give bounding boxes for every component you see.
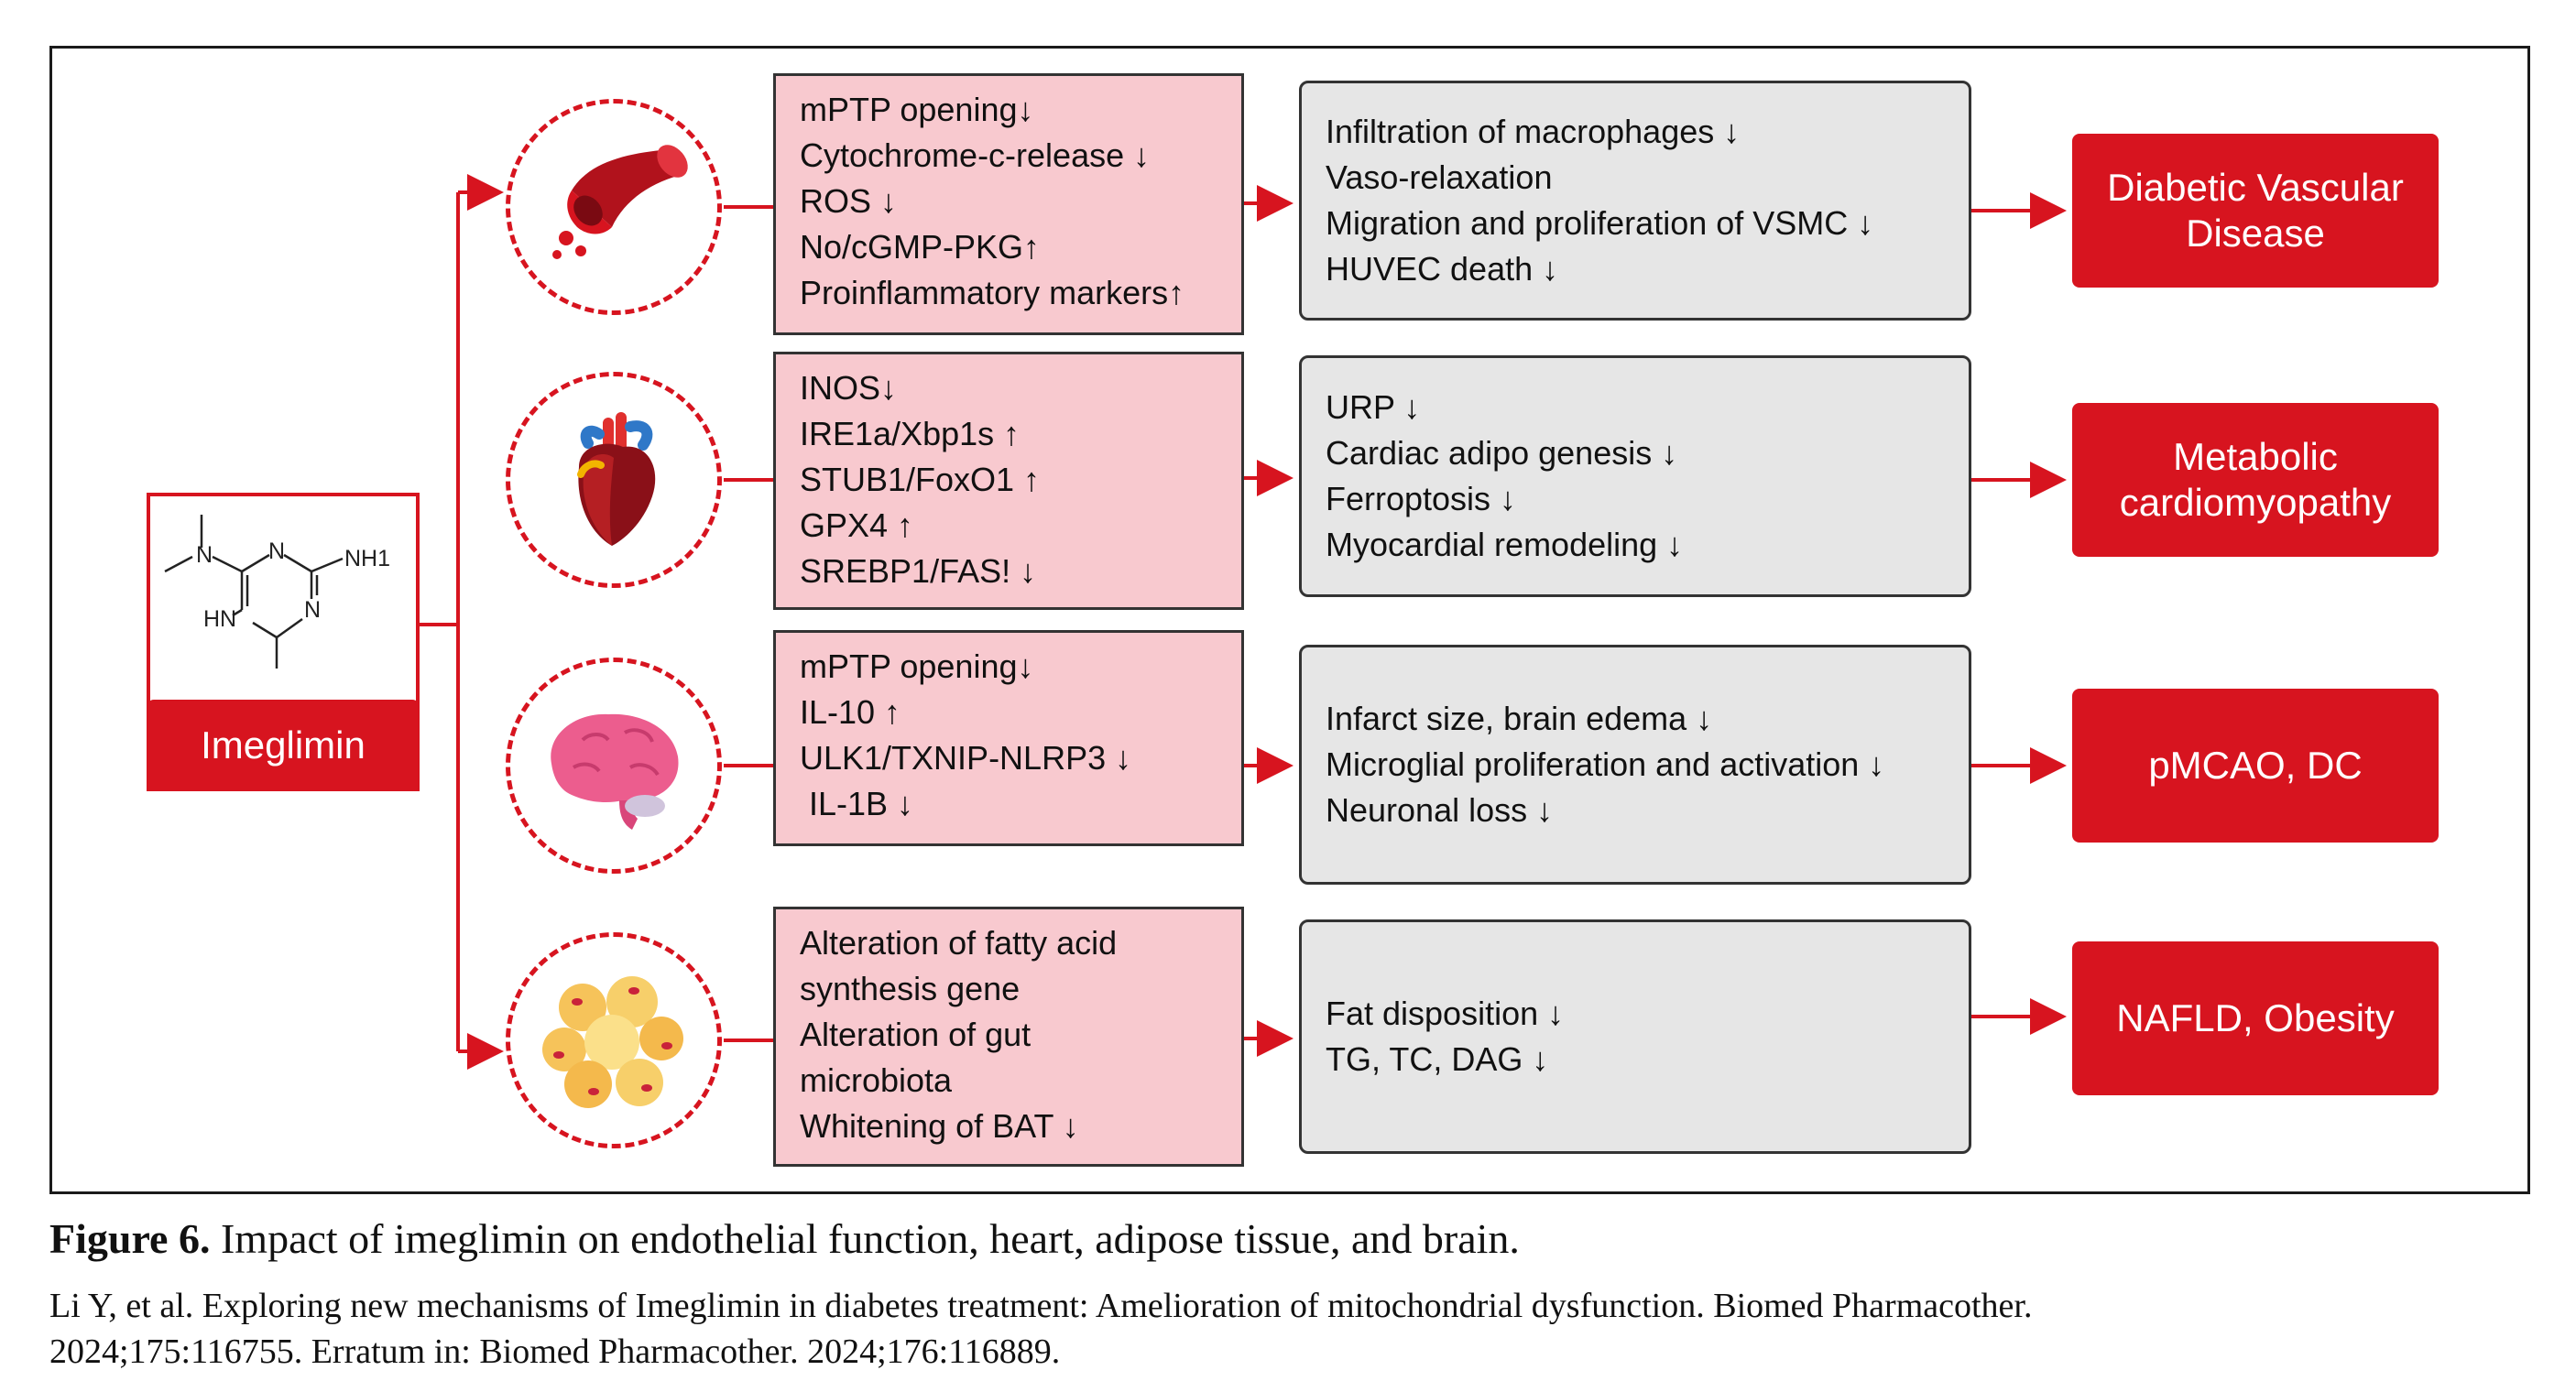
figure-caption: Figure 6. Impact of imeglimin on endothe… bbox=[49, 1214, 1520, 1263]
disease-label-line: pMCAO, DC bbox=[2148, 744, 2363, 787]
effect-item: Vaso-relaxation bbox=[1326, 158, 1553, 196]
mechanism-item: Whitening of BAT ↓ bbox=[800, 1107, 1079, 1145]
structure-nh1: NH1 bbox=[344, 546, 390, 571]
effect-box-cardiac: URP ↓ Cardiac adipo genesis ↓ Ferroptosi… bbox=[1299, 355, 1971, 597]
caption-text: Impact of imeglimin on endothelial funct… bbox=[210, 1215, 1520, 1262]
mechanism-item: ULK1/TXNIP-NLRP3 ↓ bbox=[800, 739, 1132, 777]
mechanism-item: mPTP opening↓ bbox=[800, 91, 1034, 128]
disease-box-cardiac: Metabolic cardiomyopathy bbox=[2072, 403, 2439, 557]
mechanism-item: No/cGMP-PKG↑ bbox=[800, 228, 1041, 266]
effect-box-neuro: Infarct size, brain edema ↓ Microglial p… bbox=[1299, 645, 1971, 885]
effect-item: Migration and proliferation of VSMC ↓ bbox=[1326, 204, 1874, 242]
mechanism-box-neuro: mPTP opening↓ IL-10 ↑ ULK1/TXNIP-NLRP3 ↓… bbox=[773, 630, 1244, 846]
heart-icon bbox=[577, 412, 656, 546]
mechanism-item: Alteration of fatty acid bbox=[800, 924, 1118, 962]
structure-hn: HN bbox=[203, 606, 236, 632]
effect-box-adipose: Fat disposition ↓ TG, TC, DAG ↓ bbox=[1299, 919, 1971, 1154]
mechanism-item: INOS↓ bbox=[800, 369, 898, 407]
effect-item: Cardiac adipo genesis ↓ bbox=[1326, 434, 1678, 472]
effect-box-vascular: Infiltration of macrophages ↓ Vaso-relax… bbox=[1299, 81, 1971, 321]
adipose-tissue-icon bbox=[542, 976, 683, 1108]
drug-name-label: Imeglimin bbox=[147, 700, 420, 791]
mechanism-item: GPX4 ↑ bbox=[800, 506, 914, 544]
mechanism-item: microbiota bbox=[800, 1061, 953, 1099]
effect-item: Myocardial remodeling ↓ bbox=[1326, 526, 1684, 563]
mechanism-box-cardiac: INOS↓ IRE1a/Xbp1s ↑ STUB1/FoxO1 ↑ GPX4 ↑… bbox=[773, 352, 1244, 610]
effect-item: Infiltration of macrophages ↓ bbox=[1326, 113, 1741, 150]
mechanism-item: IRE1a/Xbp1s ↑ bbox=[800, 415, 1021, 452]
structure-n-right: N bbox=[304, 597, 321, 623]
mechanism-item: ROS ↓ bbox=[800, 182, 898, 220]
mechanism-box-adipose: Alteration of fatty acid synthesis gene … bbox=[773, 907, 1244, 1167]
effect-item: HUVEC death ↓ bbox=[1326, 250, 1559, 288]
brain-icon bbox=[551, 713, 679, 830]
effect-item: Fat disposition ↓ bbox=[1326, 995, 1565, 1032]
mechanism-item: mPTP opening↓ bbox=[800, 647, 1034, 685]
mechanism-box-vascular: mPTP opening↓ Cytochrome-c-release ↓ ROS… bbox=[773, 73, 1244, 335]
effect-item: TG, TC, DAG ↓ bbox=[1326, 1040, 1549, 1078]
imeglimin-structure-icon: N N NH1 HN N bbox=[164, 515, 390, 669]
disease-label-line: NAFLD, Obesity bbox=[2116, 996, 2395, 1039]
effect-item: Infarct size, brain edema ↓ bbox=[1326, 700, 1713, 737]
mechanism-item: Alteration of gut bbox=[800, 1016, 1031, 1053]
disease-label-line: Disease bbox=[2186, 212, 2325, 255]
structure-n-amine: N bbox=[196, 542, 213, 568]
effect-item: URP ↓ bbox=[1326, 388, 1421, 426]
figure-frame bbox=[49, 46, 2530, 1194]
disease-label-line: cardiomyopathy bbox=[2119, 481, 2392, 524]
disease-box-vascular: Diabetic Vascular Disease bbox=[2072, 134, 2439, 288]
effect-item: Ferroptosis ↓ bbox=[1326, 480, 1517, 517]
citation-line-2: 2024;175:116755. Erratum in: Biomed Phar… bbox=[49, 1332, 1061, 1371]
mechanism-item: synthesis gene bbox=[800, 970, 1021, 1007]
disease-label-line: Diabetic Vascular bbox=[2107, 166, 2404, 209]
mechanism-item: SREBP1/FAS! ↓ bbox=[800, 552, 1037, 590]
mechanism-item: Proinflammatory markers↑ bbox=[800, 274, 1185, 311]
mechanism-item: IL-1B ↓ bbox=[800, 785, 914, 822]
effect-item: Neuronal loss ↓ bbox=[1326, 791, 1554, 829]
mechanism-item: STUB1/FoxO1 ↑ bbox=[800, 461, 1041, 498]
structure-n-top: N bbox=[268, 538, 285, 564]
mechanism-item: Cytochrome-c-release ↓ bbox=[800, 136, 1151, 174]
mechanism-item: IL-10 ↑ bbox=[800, 693, 901, 731]
disease-box-neuro: pMCAO, DC bbox=[2072, 689, 2439, 843]
blood-vessel-icon bbox=[552, 145, 688, 259]
caption-label: Figure 6. bbox=[49, 1215, 211, 1262]
effect-item: Microglial proliferation and activation … bbox=[1326, 745, 1885, 783]
disease-box-adipose: NAFLD, Obesity bbox=[2072, 941, 2439, 1095]
citation-line-1: Li Y, et al. Exploring new mechanisms of… bbox=[49, 1287, 2033, 1325]
disease-label-line: Metabolic bbox=[2173, 435, 2338, 478]
